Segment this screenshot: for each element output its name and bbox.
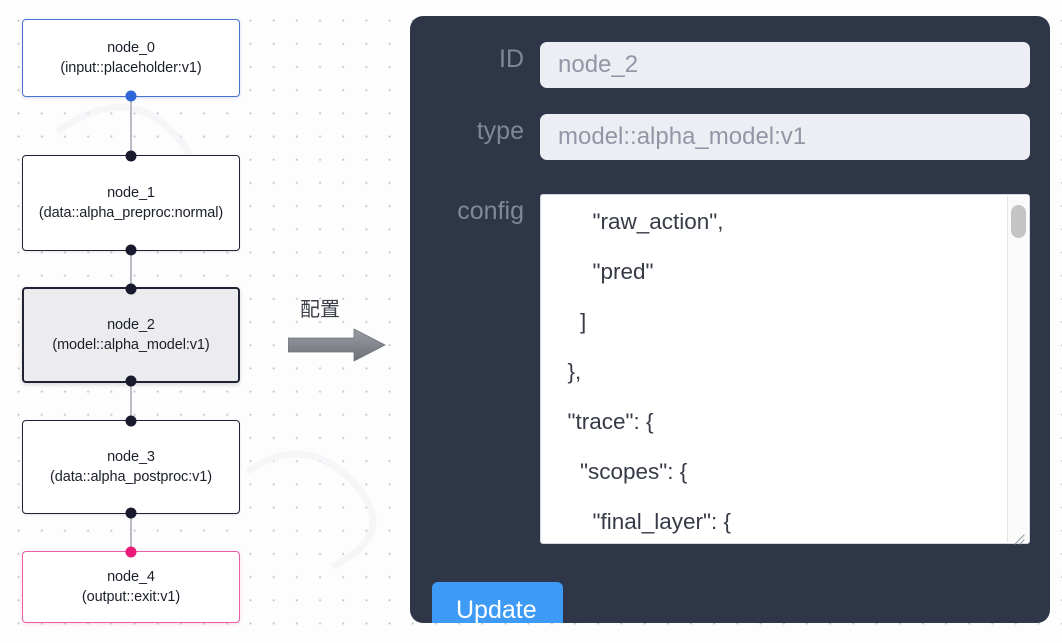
config-textarea[interactable]: "raw_action", "pred" ] }, "trace": { "sc… (540, 194, 1030, 544)
annotation-arrow-group: 配置 (288, 296, 398, 362)
field-row-config: config "raw_action", "pred" ] }, "trace"… (420, 194, 1030, 549)
graph-node-node_1[interactable]: node_1 (data::alpha_preproc:normal) (22, 155, 240, 251)
type-field-label: type (476, 117, 524, 145)
node-subtitle: (input::placeholder:v1) (60, 60, 202, 76)
node-handle-source-node_2[interactable] (125, 375, 137, 387)
edge-node2-node3 (130, 379, 132, 424)
graph-node-node_0[interactable]: node_0 (input::placeholder:v1) (22, 19, 240, 97)
node-subtitle: (model::alpha_model:v1) (52, 337, 210, 353)
node-handle-target-node_3[interactable] (125, 415, 137, 427)
config-scrollbar-thumb[interactable] (1011, 205, 1026, 238)
node-handle-target-node_1[interactable] (125, 150, 137, 162)
node-inspector-panel: ID type config "raw_action", "pred" ] },… (410, 16, 1050, 623)
config-scrollbar-track[interactable] (1007, 196, 1028, 542)
edge-node0-node1 (130, 91, 132, 159)
edge-node3-node4 (130, 510, 132, 555)
node-handle-source-node_0[interactable] (125, 90, 137, 102)
edge-node1-node2 (130, 247, 132, 291)
node-subtitle: (output::exit:v1) (81, 589, 181, 605)
node-subtitle: (data::alpha_preproc:normal) (38, 205, 224, 221)
node-subtitle: (data::alpha_postproc:v1) (50, 469, 212, 485)
graph-node-node_4[interactable]: node_4 (output::exit:v1) (22, 551, 240, 623)
node-handle-source-node_3[interactable] (125, 507, 137, 519)
id-field-label: ID (499, 45, 524, 73)
node-handle-target-node_4[interactable] (125, 546, 137, 558)
config-field-label: config (457, 197, 524, 225)
update-button[interactable]: Update (432, 582, 563, 623)
node-title: node_4 (107, 569, 155, 585)
graph-node-node_3[interactable]: node_3 (data::alpha_postproc:v1) (22, 420, 240, 514)
node-title: node_1 (107, 185, 155, 201)
id-input[interactable] (540, 42, 1030, 88)
node-title: node_3 (107, 449, 155, 465)
type-input[interactable] (540, 114, 1030, 160)
node-handle-target-node_2[interactable] (125, 283, 137, 295)
node-title: node_0 (107, 40, 155, 56)
node-title: node_2 (107, 317, 155, 333)
field-row-type: type (420, 114, 1030, 160)
graph-node-node_2[interactable]: node_2 (model::alpha_model:v1) (22, 287, 240, 383)
right-arrow-icon (288, 328, 386, 362)
node-handle-source-node_1[interactable] (125, 244, 137, 256)
arrow-caption-label: 配置 (300, 297, 340, 321)
field-row-id: ID (420, 42, 1030, 88)
